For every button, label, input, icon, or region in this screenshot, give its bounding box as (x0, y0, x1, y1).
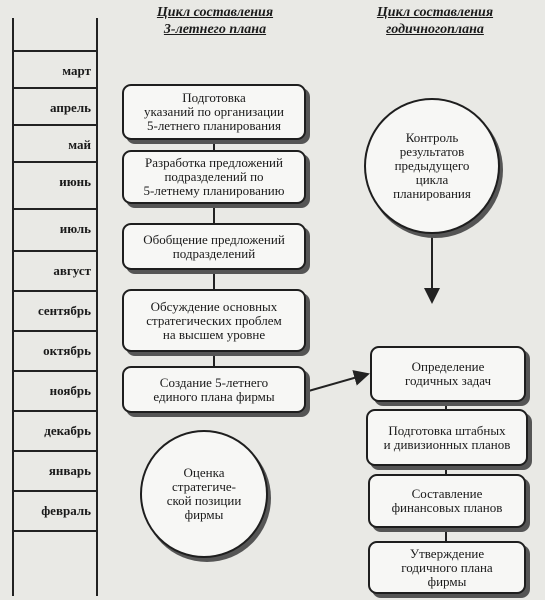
month-label: апрель (50, 100, 91, 115)
month-cell: февраль (14, 490, 96, 527)
header-three-year-line-2: 3-летнего плана (163, 22, 267, 37)
circle-text-line: ской позиции (166, 493, 242, 508)
step-text-line: Составление (411, 486, 483, 501)
step-prepare-guidelines: Подготовка указаний по организации 5-лет… (122, 84, 306, 140)
month-cell: апрель (14, 87, 96, 124)
step-text-line: Определение (411, 359, 485, 374)
header-three-year-cycle: Цикл составления 3-летнего плана (120, 4, 310, 38)
circle-text-line: результатов (399, 144, 465, 159)
month-cell: октябрь (14, 330, 96, 367)
month-label: август (53, 263, 91, 278)
control-results-circle: Контроль результатов предыдущего цикла п… (364, 98, 500, 234)
month-label: сентябрь (37, 303, 91, 318)
step-text-line: 5-летнего планирования (146, 118, 281, 133)
month-label: май (68, 137, 91, 152)
month-cell: март (14, 50, 96, 87)
circle-text-line: стратегиче- (172, 479, 236, 494)
month-label: июль (59, 221, 91, 236)
circle-text-line: Контроль (405, 130, 459, 145)
step-text-line: на высшем уровне (162, 326, 266, 342)
circle-text-line: предыдущего (394, 158, 470, 173)
circle-text-line: планирования (393, 186, 471, 201)
header-annual-line-1: Цикл составления (376, 5, 494, 20)
step-text-line: Обобщение предложений (143, 231, 285, 247)
header-annual-cycle: Цикл составления годичногоплана (340, 4, 530, 38)
step-text-line: и дивизионных планов (383, 436, 511, 452)
month-label: март (62, 63, 91, 78)
month-cell: август (14, 250, 96, 287)
step-create-five-year-plan: Создание 5-летнего единого плана фирмы (122, 366, 306, 413)
month-cell: июль (14, 208, 96, 245)
step-generalize-proposals: Обобщение предложений подразделений (122, 223, 306, 270)
step-text-line: стратегических проблем (146, 312, 282, 328)
step-text-line: Подготовка (182, 90, 246, 105)
circle-text-line: цикла (415, 172, 449, 187)
month-label: февраль (41, 503, 91, 518)
step-text-line: Утверждение (409, 545, 485, 561)
step-approve-annual-plan: Утверждение годичного плана фирмы (368, 541, 526, 594)
step-text-line: фирмы (427, 573, 467, 589)
month-label: октябрь (43, 343, 91, 358)
step-text-line: Разработка предложений (145, 155, 283, 170)
circle-text-line: Оценка (183, 465, 225, 480)
step-text-line: Обсуждение основных (150, 298, 278, 314)
arrow-five-year-to-annual (304, 370, 370, 393)
step-text-line: годичных задач (405, 373, 491, 388)
step-financial-plans: Составление финансовых планов (368, 474, 526, 528)
step-text-line: подразделений (172, 245, 256, 261)
step-text-line: подразделений по (164, 169, 264, 184)
circle-text-line: фирмы (184, 507, 224, 522)
month-label: декабрь (44, 423, 91, 438)
step-text-line: Создание 5-летнего (159, 374, 269, 390)
step-text-line: единого плана фирмы (153, 388, 275, 404)
month-cell: ноябрь (14, 370, 96, 407)
step-text-line: финансовых планов (391, 500, 503, 515)
month-label: июнь (59, 174, 91, 189)
month-timeline: март апрель май июнь июль август сентябр… (12, 18, 98, 596)
step-text-line: Подготовка штабных (388, 422, 506, 438)
month-cell: декабрь (14, 410, 96, 447)
step-define-annual-goals: Определение годичных задач (370, 346, 526, 402)
step-text-line: 5-летнему планированию (143, 183, 285, 198)
month-cell: июнь (14, 161, 96, 198)
header-three-year-line-1: Цикл составления (156, 5, 274, 20)
month-cell: сентябрь (14, 290, 96, 327)
step-prepare-division-plans: Подготовка штабных и дивизионных планов (366, 409, 528, 466)
month-label: январь (48, 463, 91, 478)
month-cell (14, 530, 96, 567)
step-text-line: годичного плана (401, 559, 493, 575)
strategic-position-circle: Оценка стратегиче- ской позиции фирмы (140, 430, 268, 558)
step-develop-proposals: Разработка предложений подразделений по … (122, 150, 306, 204)
step-text-line: указаний по организации (144, 104, 284, 119)
step-discuss-strategy: Обсуждение основных стратегических пробл… (122, 289, 306, 352)
month-cell: май (14, 124, 96, 161)
month-cell: январь (14, 450, 96, 487)
header-annual-line-2: годичногоплана (386, 22, 484, 37)
month-label: ноябрь (49, 383, 91, 398)
